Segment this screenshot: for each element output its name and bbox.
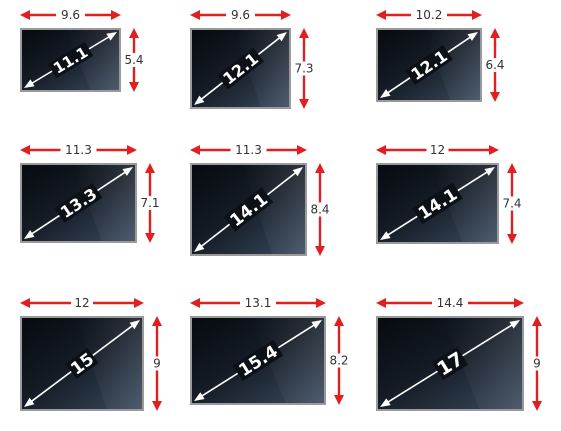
height-label: 8.2 <box>329 354 348 368</box>
height-label: 8.4 <box>310 203 329 217</box>
width-label: 11.3 <box>235 143 262 157</box>
width-arrow: 13.1 <box>190 296 326 310</box>
width-arrow: 12 <box>20 296 144 310</box>
screen-cell: 13.18.215.4 <box>190 296 351 405</box>
diagonal-arrow: 13.3 <box>24 167 133 239</box>
laptop-screen <box>376 316 524 411</box>
width-arrow: 14.4 <box>376 296 524 310</box>
width-arrow: 9.6 <box>20 8 121 22</box>
width-label: 9.6 <box>61 8 80 22</box>
height-label: 9 <box>533 357 541 371</box>
laptop-screen <box>190 316 326 405</box>
screen-cell: 127.414.1 <box>376 143 524 244</box>
height-label: 5.4 <box>124 53 143 67</box>
height-arrow: 7.4 <box>500 163 524 244</box>
width-arrow: 12 <box>376 143 499 157</box>
width-arrow: 9.6 <box>190 8 291 22</box>
width-label: 12 <box>430 143 445 157</box>
screen-cell: 10.26.412.1 <box>376 8 507 102</box>
height-arrow: 7.1 <box>138 163 162 243</box>
width-label: 11.3 <box>65 143 92 157</box>
height-arrow: 8.2 <box>327 316 351 405</box>
height-arrow: 8.4 <box>308 163 332 256</box>
height-arrow: 9 <box>525 316 549 411</box>
screen-cell: 11.38.414.1 <box>190 143 332 256</box>
screen-cell: 11.3 7.1 13.3 <box>20 143 162 243</box>
height-label: 7.1 <box>140 196 159 210</box>
screen-cell: 9.67.312.1 <box>190 8 316 109</box>
height-label: 7.4 <box>502 197 521 211</box>
width-label: 13.1 <box>245 296 272 310</box>
laptop-screen <box>190 163 307 256</box>
width-label: 10.2 <box>416 8 443 22</box>
width-arrow: 11.3 <box>20 143 137 157</box>
height-arrow: 9 <box>145 316 169 411</box>
screen-cell: 9.6 5.4 11.1 <box>20 8 146 92</box>
diagonal-arrow: 11.1 <box>24 32 117 88</box>
width-arrow: 10.2 <box>376 8 482 22</box>
width-arrow: 11.3 <box>190 143 307 157</box>
width-label: 12 <box>74 296 89 310</box>
width-label: 14.4 <box>437 296 464 310</box>
height-label: 7.3 <box>294 62 313 76</box>
height-arrow: 6.4 <box>483 28 507 102</box>
width-label: 9.6 <box>231 8 250 22</box>
height-label: 6.4 <box>485 58 504 72</box>
height-label: 9 <box>153 357 161 371</box>
height-arrow: 7.3 <box>292 28 316 109</box>
height-arrow: 5.4 <box>122 28 146 92</box>
